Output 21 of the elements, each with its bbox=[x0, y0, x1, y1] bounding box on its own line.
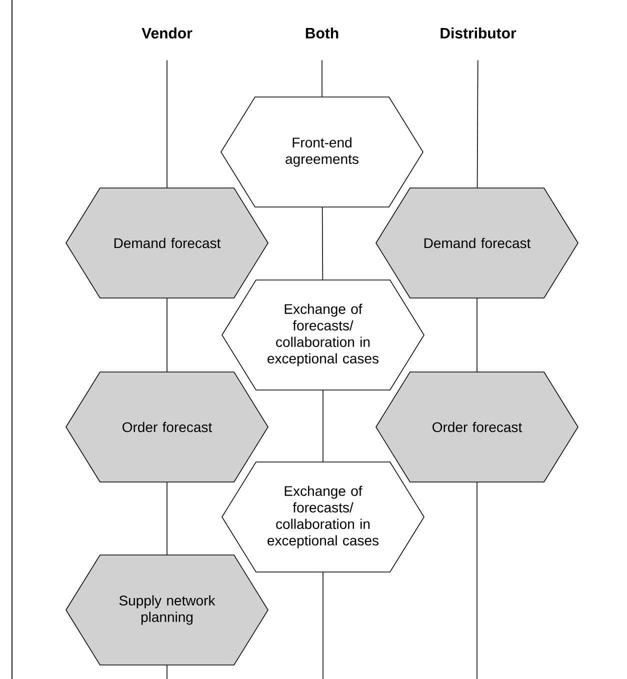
connector-line bbox=[476, 60, 478, 188]
process-hexagon: Supply network planning bbox=[66, 554, 268, 666]
process-hexagon: Front-end agreements bbox=[220, 96, 424, 208]
connector-line bbox=[322, 572, 324, 679]
connector-line bbox=[322, 206, 324, 280]
process-hexagon: Demand forecast bbox=[66, 188, 268, 298]
connector-line bbox=[322, 390, 324, 462]
connector-line bbox=[166, 298, 168, 372]
process-hexagon: Exchange of forecasts/ collaboration in exceptional cases bbox=[222, 280, 424, 390]
process-hexagon: Order forecast bbox=[376, 372, 578, 482]
connector-line bbox=[166, 60, 168, 188]
process-hexagon: Order forecast bbox=[66, 372, 268, 482]
process-hexagon: Demand forecast bbox=[376, 188, 578, 298]
connector-line bbox=[476, 298, 478, 372]
process-hexagon: Exchange of forecasts/ collaboration in exceptional cases bbox=[222, 462, 424, 572]
connector-line bbox=[476, 482, 478, 679]
connector-line bbox=[166, 482, 168, 556]
column-header: Both bbox=[306, 28, 338, 38]
column-header: Vendor bbox=[142, 28, 192, 38]
connector-line bbox=[166, 664, 168, 679]
column-header: Distributor bbox=[440, 28, 516, 38]
